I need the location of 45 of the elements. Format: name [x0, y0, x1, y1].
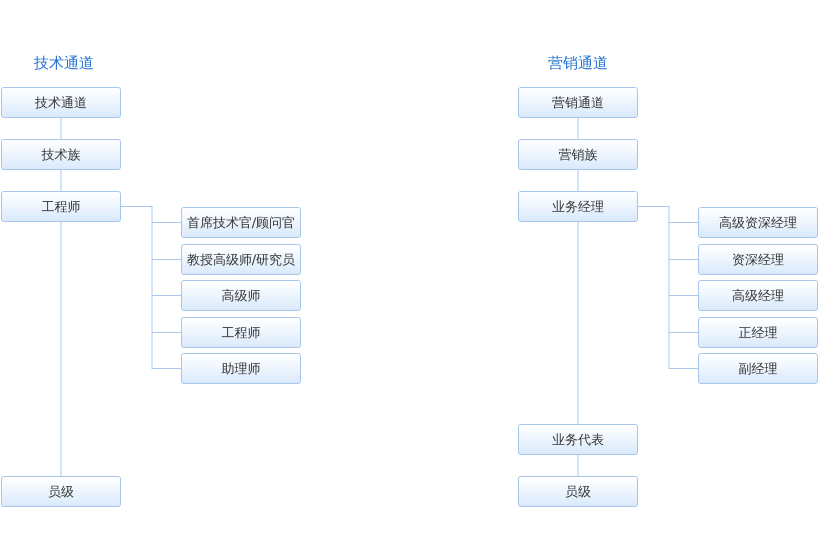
- position-label: 高级资深经理: [719, 214, 797, 232]
- channel-heading: 技术通道: [34, 54, 94, 73]
- position-label: 工程师: [42, 198, 80, 216]
- position-label: 高级师: [222, 288, 260, 304]
- position-label: 营销通道: [552, 94, 604, 112]
- position-box: [518, 87, 638, 118]
- position-label: 教授高级师/研究员: [186, 252, 296, 268]
- position-box: [181, 207, 301, 238]
- channel-heading: 营销通道: [548, 54, 608, 73]
- position-box: [181, 280, 301, 311]
- connector-line: [60, 222, 62, 476]
- connector-line: [120, 206, 182, 369]
- position-label: 正经理: [738, 324, 778, 342]
- position-box: [698, 317, 818, 348]
- position-box: [181, 353, 301, 384]
- position-box: [518, 476, 638, 507]
- position-box: [698, 207, 818, 238]
- position-label: 助理师: [222, 360, 260, 378]
- position-label: 技术通道: [35, 94, 87, 112]
- position-label: 高级经理: [732, 288, 784, 304]
- position-box: [181, 244, 301, 275]
- connector-line: [60, 170, 62, 192]
- position-box: [1, 476, 121, 507]
- position-label: 营销族: [558, 146, 598, 164]
- connector-line: [638, 206, 698, 369]
- position-box: [181, 317, 301, 348]
- position-box: [1, 139, 121, 170]
- position-box: [698, 244, 818, 275]
- position-label: 业务经理: [552, 198, 604, 216]
- position-box: [518, 424, 638, 455]
- position-box: [698, 280, 818, 311]
- connector-line: [60, 118, 62, 140]
- position-box: [1, 191, 121, 222]
- position-label: 资深经理: [732, 252, 784, 268]
- position-label: 员级: [565, 484, 591, 500]
- position-label: 副经理: [738, 360, 778, 378]
- position-box: [698, 353, 818, 384]
- position-box: [1, 87, 121, 118]
- position-label: 首席技术官/顾问官: [186, 214, 296, 232]
- position-box: [518, 139, 638, 170]
- position-label: 技术族: [42, 146, 80, 164]
- position-label: 工程师: [222, 324, 260, 342]
- position-label: 业务代表: [552, 432, 604, 448]
- position-box: [518, 191, 638, 222]
- position-label: 员级: [48, 484, 74, 500]
